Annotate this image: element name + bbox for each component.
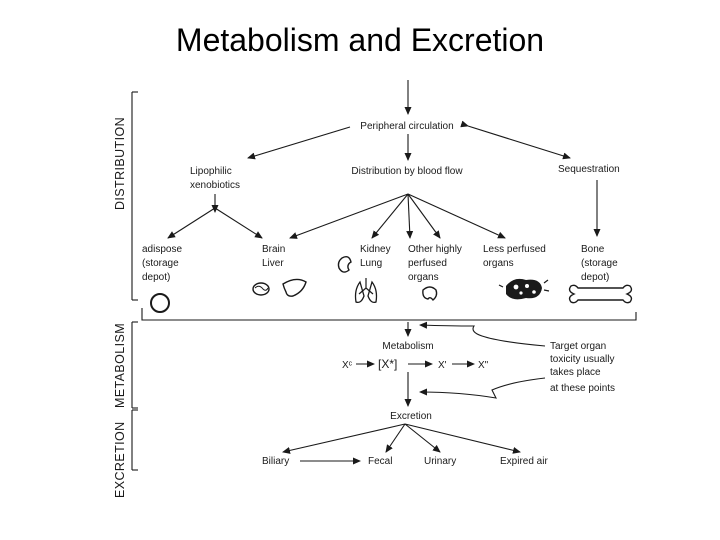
slide-title: Metabolism and Excretion <box>175 22 545 58</box>
node-sequestration: Sequestration <box>558 164 620 175</box>
less-perfused-tissue-icon <box>498 278 550 300</box>
kidney-icon <box>337 255 352 273</box>
distribution-fan <box>289 193 506 239</box>
excretion-fan <box>282 423 521 454</box>
route-expired-air: Expired air <box>500 456 548 467</box>
side-label-excretion: EXCRETION <box>113 421 127 498</box>
node-lipophilic-line2: xenobiotics <box>190 180 240 191</box>
route-biliary: Biliary <box>262 456 289 467</box>
liver-icon <box>282 278 307 297</box>
node-bone-line2: (storage <box>581 258 618 269</box>
node-kidney-line2: Lung <box>360 258 382 269</box>
node-other-line3: organs <box>408 272 439 283</box>
target-pointer-lower <box>419 377 546 399</box>
metabolite-xdouble: X" <box>478 360 489 371</box>
node-peripheral-circulation: Peripheral circulation <box>360 121 453 132</box>
metabolite-xprime: X' <box>438 360 447 371</box>
node-bone-line1: Bone <box>581 244 605 255</box>
target-note-line2: toxicity usually <box>550 354 614 365</box>
node-adipose-line3: depot) <box>142 272 170 283</box>
node-distribution: Distribution by blood flow <box>351 166 463 177</box>
node-adipose-line2: (storage <box>142 258 179 269</box>
route-urinary: Urinary <box>424 456 456 467</box>
arrow-peripheral-to-lipophilic <box>247 126 351 160</box>
target-pointer-upper <box>419 321 546 347</box>
node-less-line1: Less perfused <box>483 244 546 255</box>
separator-line <box>141 308 637 321</box>
brain-icon <box>252 282 270 296</box>
node-brain-line1: Brain <box>262 244 285 255</box>
node-bone-line3: depot) <box>581 272 609 283</box>
organ-icon <box>422 286 438 301</box>
node-lipophilic-line1: Lipophilic <box>190 166 232 177</box>
lung-icon <box>354 278 378 304</box>
side-bracket <box>131 91 138 471</box>
node-brain-line2: Liver <box>262 258 284 269</box>
bone-icon <box>568 284 633 304</box>
node-less-line2: organs <box>483 258 514 269</box>
metabolite-xc: Xᶜ <box>342 360 353 371</box>
node-adipose-line1: adispose <box>142 244 182 255</box>
metabolite-xstar: [X*] <box>378 357 397 371</box>
node-other-line2: perfused <box>408 258 447 269</box>
arrow-lipophilic-to-adipose <box>167 207 216 239</box>
arrow-lipophilic-to-brain <box>214 207 263 239</box>
node-other-line1: Other highly <box>408 244 462 255</box>
side-label-distribution: DISTRIBUTION <box>113 117 127 210</box>
adipose-cell-icon <box>150 293 170 313</box>
side-label-metabolism: METABOLISM <box>113 323 127 408</box>
node-kidney-line1: Kidney <box>360 244 391 255</box>
node-excretion: Excretion <box>390 411 432 422</box>
target-note-line1: Target organ <box>550 341 606 352</box>
target-note-line3: takes place <box>550 367 601 378</box>
node-metabolism: Metabolism <box>382 341 433 352</box>
target-note-line4: at these points <box>550 383 615 394</box>
arrow-peripheral-sequestration <box>460 120 571 160</box>
route-fecal: Fecal <box>368 456 392 467</box>
